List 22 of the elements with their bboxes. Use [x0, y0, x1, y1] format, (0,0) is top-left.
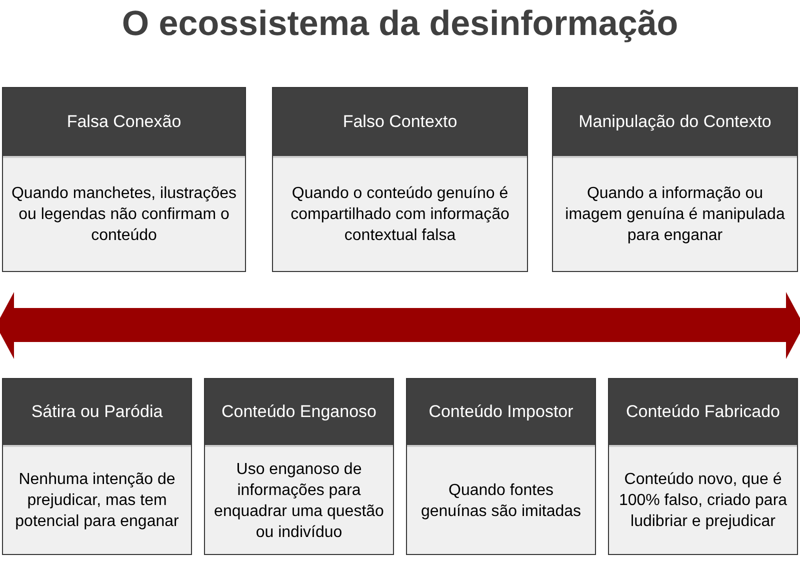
category-card — [272, 87, 528, 272]
card-description: Quando a informação ou imagem genuína é manipulada para enganar — [564, 184, 786, 246]
category-card — [406, 378, 596, 555]
card-header: Falso Contexto — [273, 88, 527, 158]
diagram-title: O ecossistema da desinformação — [122, 3, 678, 45]
card-description: Quando manchetes, ilustrações ou legendas não confirmam o conteúdo — [11, 184, 237, 246]
card-header: Manipulação do Contexto — [553, 88, 797, 158]
card-header: Conteúdo Enganoso — [205, 379, 393, 447]
card-header: Conteúdo Impostor — [407, 379, 595, 447]
category-card — [552, 87, 798, 272]
category-card — [204, 378, 394, 555]
card-description: Quando fontes genuínas são imitadas — [420, 480, 582, 522]
card-description: Conteúdo novo, que é 100% falso, criado para ludibriar e prejudicar — [618, 470, 788, 532]
category-card — [608, 378, 798, 555]
category-card — [2, 87, 246, 272]
card-description: Uso enganoso de informações para enquadrar uma questão ou indivíduo — [213, 460, 385, 542]
card-description: Quando o conteúdo genuíno é compartilhado com informação contextual falsa — [290, 184, 510, 246]
card-header: Falsa Conexão — [3, 88, 245, 158]
category-card — [2, 378, 192, 555]
card-header: Conteúdo Fabricado — [609, 379, 797, 447]
card-header: Sátira ou Paródia — [3, 379, 191, 447]
card-description: Nenhuma intenção de prejudicar, mas tem potencial para enganar — [14, 470, 180, 532]
